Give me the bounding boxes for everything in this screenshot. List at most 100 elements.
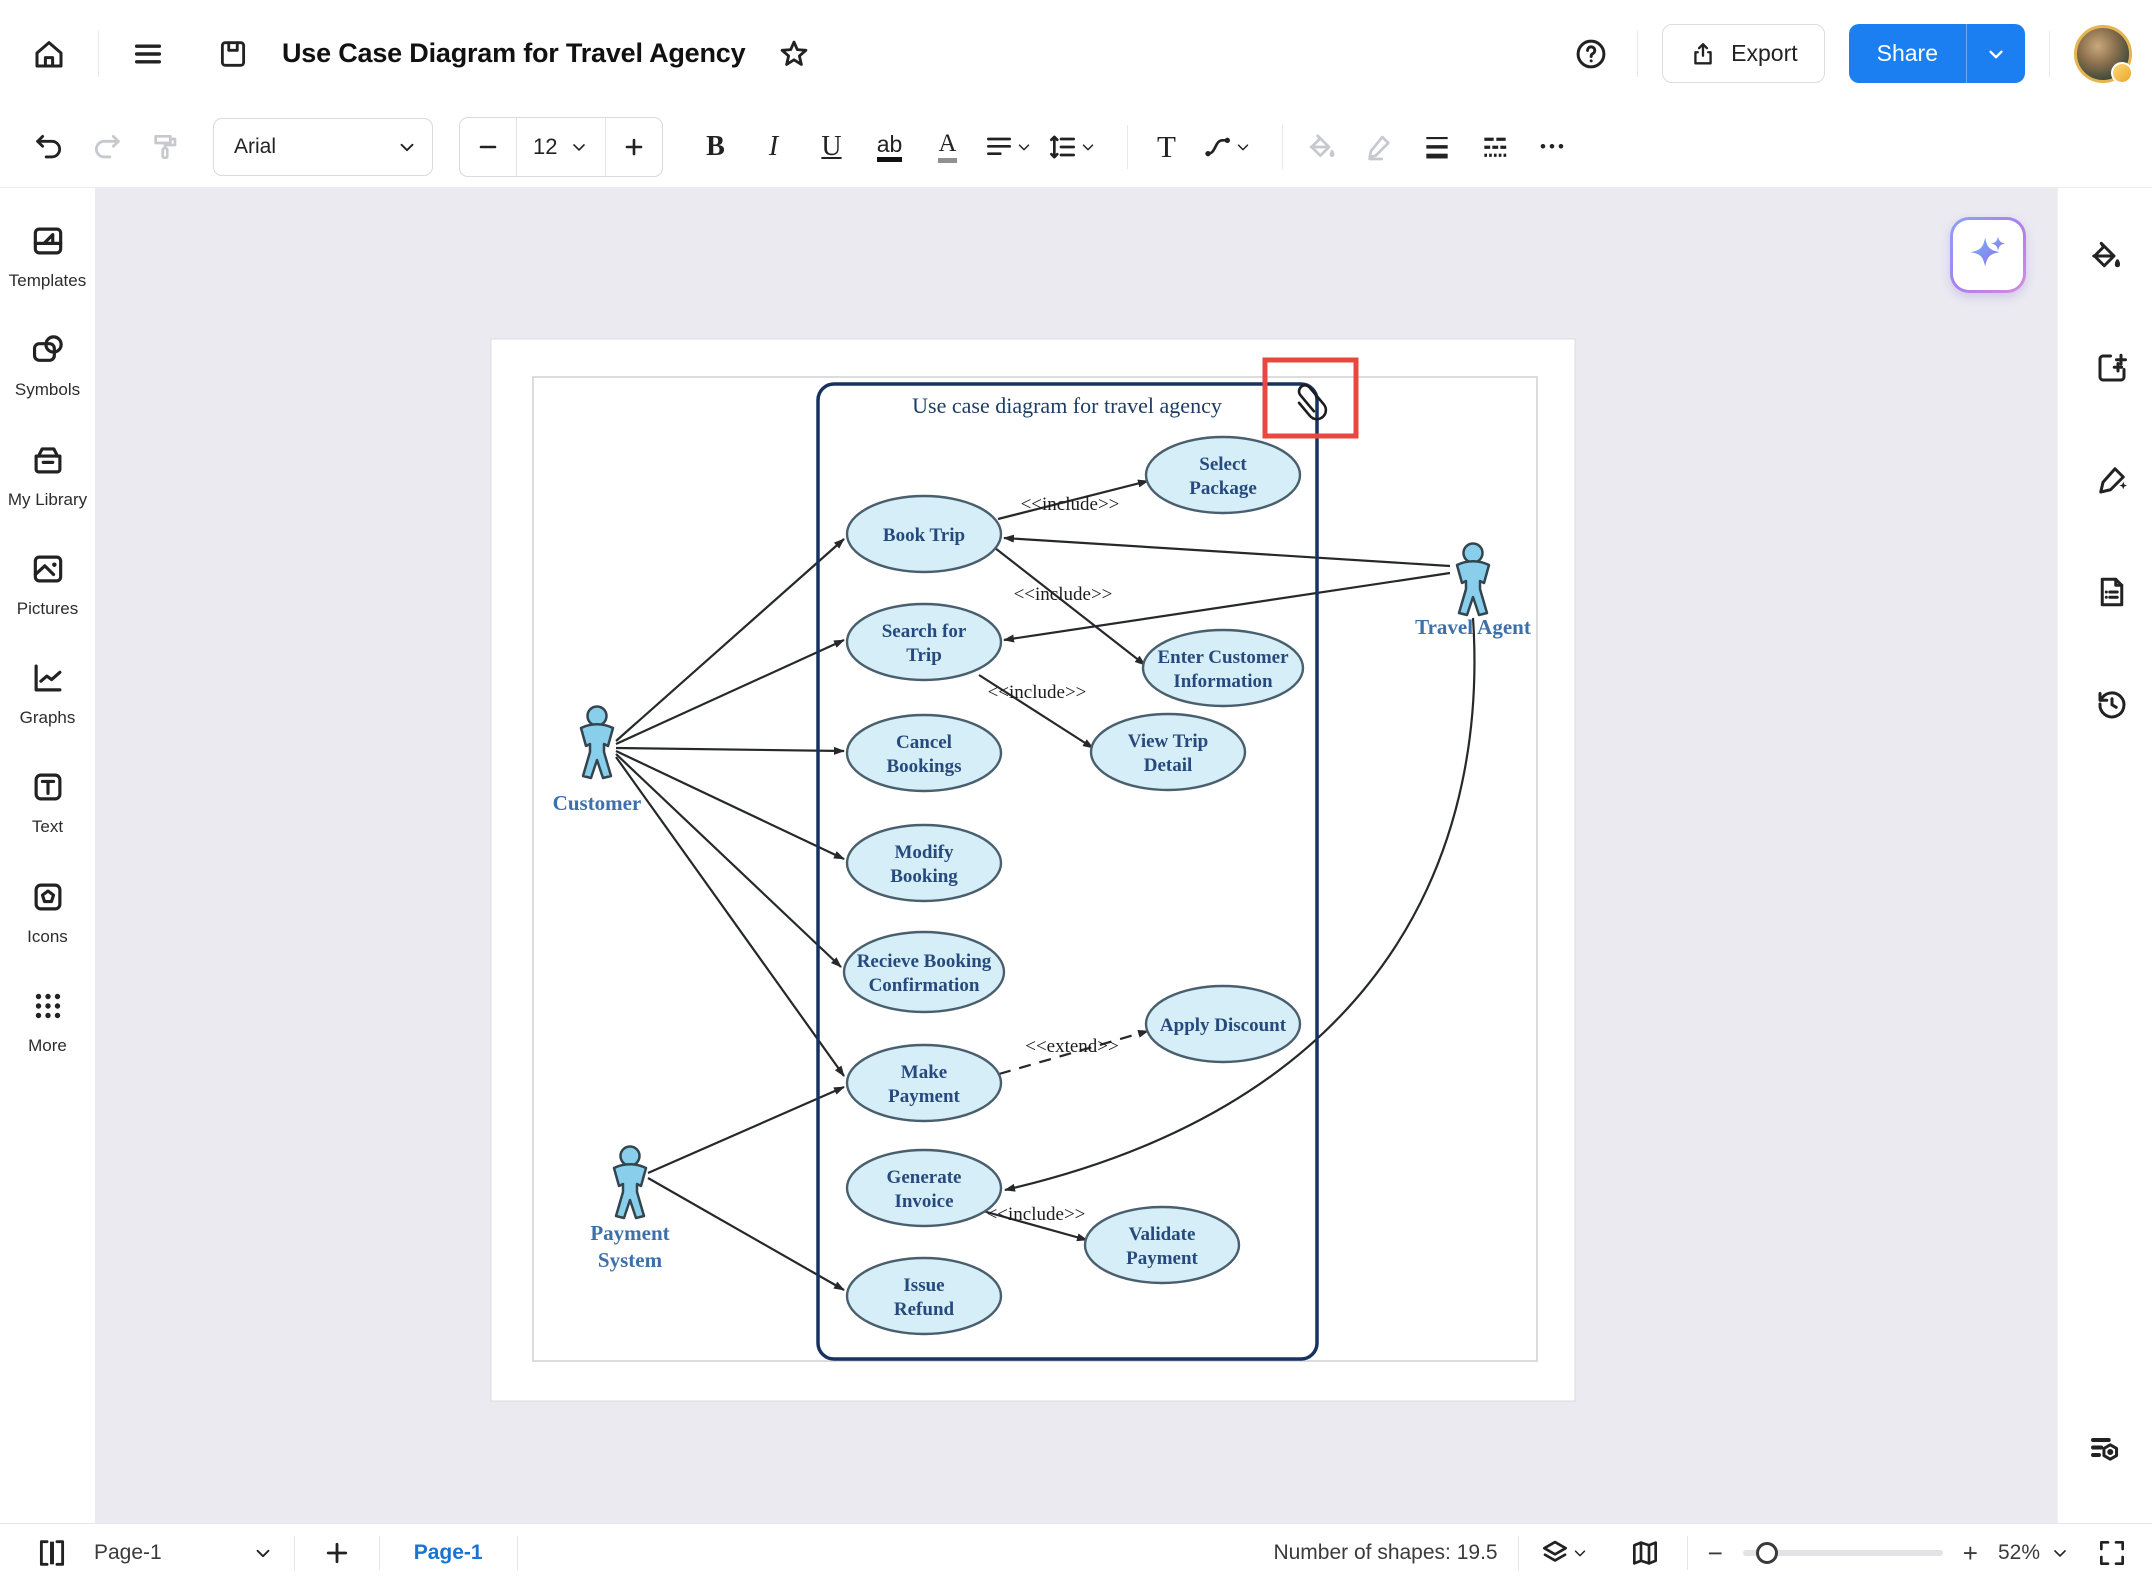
more-tools-button[interactable]: ••• xyxy=(1540,137,1567,156)
connector-button[interactable] xyxy=(1202,119,1252,175)
format-painter-button[interactable] xyxy=(143,119,187,175)
connector-icon xyxy=(1205,137,1231,157)
templates-icon xyxy=(33,227,62,255)
home-button[interactable] xyxy=(27,26,71,82)
font-color-button[interactable]: A xyxy=(925,119,969,175)
chevron-down-icon xyxy=(1083,144,1094,151)
page-tab-page-1[interactable]: Page-1 xyxy=(413,1541,483,1564)
sidebar-item-my-library[interactable]: My Library xyxy=(0,441,95,510)
edge-book-trip-to-select-package[interactable] xyxy=(997,479,1149,521)
sidebar-item-more[interactable]: More xyxy=(0,987,95,1056)
line-spacing-button[interactable] xyxy=(1047,119,1097,175)
edge-travel-agent-to-search-for-trip[interactable] xyxy=(1003,571,1451,643)
help-button[interactable] xyxy=(1569,26,1613,82)
italic-button[interactable]: I xyxy=(768,131,779,162)
diagram-title[interactable]: Use case diagram for travel agency xyxy=(912,393,1222,418)
text-highlight-button[interactable]: ab xyxy=(867,119,911,175)
sidebar-item-text[interactable]: Text xyxy=(0,768,95,837)
undo-button[interactable] xyxy=(27,119,71,175)
zoom-out-button[interactable]: − xyxy=(1707,1538,1723,1568)
edge-customer-to-recieve-booking-confirmation[interactable] xyxy=(615,753,842,968)
sidebar-item-graphs[interactable]: Graphs xyxy=(0,659,95,728)
attachment-icon[interactable] xyxy=(1292,383,1330,423)
view-options-button[interactable] xyxy=(2057,1421,2152,1477)
page-settings-button[interactable] xyxy=(2090,340,2134,396)
ai-assistant-button[interactable] xyxy=(1950,217,2026,293)
history-button[interactable] xyxy=(2090,676,2134,732)
text-align-button[interactable] xyxy=(983,119,1033,175)
favorite-button[interactable] xyxy=(772,26,816,82)
page-selector[interactable]: Page-1 xyxy=(94,1541,274,1565)
fill-color-button[interactable] xyxy=(1299,119,1343,175)
zoom-slider[interactable] xyxy=(1742,1542,1943,1564)
edge-generate-invoice-to-validate-payment[interactable] xyxy=(982,1209,1088,1242)
edge-customer-to-cancel-bookings[interactable] xyxy=(615,746,845,755)
pages-panel-button[interactable] xyxy=(30,1525,74,1581)
edge-search-for-trip-to-view-trip-detail[interactable] xyxy=(978,674,1094,749)
actor-customer[interactable] xyxy=(579,705,615,780)
notes-button[interactable] xyxy=(2090,564,2134,620)
edge-make-payment-to-apply-discount[interactable] xyxy=(998,1029,1149,1076)
font-family-select[interactable]: Arial xyxy=(213,118,433,176)
sidebar-item-pictures[interactable]: Pictures xyxy=(0,550,95,619)
actor-payment-system[interactable] xyxy=(612,1145,648,1220)
minimap-button[interactable] xyxy=(1623,1525,1667,1581)
edge-customer-to-make-payment[interactable] xyxy=(615,756,845,1077)
line-style-button[interactable] xyxy=(1473,119,1517,175)
edge-customer-to-book-trip[interactable] xyxy=(615,538,845,742)
sidebar-item-symbols[interactable]: Symbols xyxy=(0,331,95,400)
bold-button[interactable]: B xyxy=(706,131,725,162)
font-size-increase[interactable] xyxy=(606,118,662,176)
font-size-group: 12 xyxy=(459,117,664,177)
font-size-select[interactable]: 12 xyxy=(517,118,605,176)
system-boundary[interactable] xyxy=(816,382,1319,1361)
sidebar-item-templates[interactable]: Templates xyxy=(0,222,95,291)
text-insert-button[interactable]: T xyxy=(1157,129,1176,164)
export-button[interactable]: Export xyxy=(1662,24,1825,83)
edge-travel-agent-to-generate-invoice[interactable] xyxy=(1004,617,1476,1192)
zoom-level-select[interactable]: 52% xyxy=(1998,1541,2070,1565)
edge-book-trip-to-enter-customer-information[interactable] xyxy=(994,547,1146,666)
layers-button[interactable] xyxy=(1539,1525,1589,1581)
usecase-apply-discount[interactable]: Apply Discount xyxy=(1144,984,1302,1064)
fullscreen-button[interactable] xyxy=(2090,1525,2134,1581)
edge-customer-to-search-for-trip[interactable] xyxy=(615,638,845,746)
edge-customer-to-modify-booking[interactable] xyxy=(615,750,845,860)
document-title[interactable]: Use Case Diagram for Travel Agency xyxy=(282,38,746,68)
stereotype-label: <<include>> xyxy=(1014,584,1113,605)
beautify-button[interactable] xyxy=(2090,452,2134,508)
redo-button[interactable] xyxy=(85,119,129,175)
edge-travel-agent-to-book-trip[interactable] xyxy=(1003,534,1451,568)
zoom-slider-thumb[interactable] xyxy=(1755,1542,1778,1564)
line-weight-button[interactable] xyxy=(1415,119,1459,175)
sidebar-item-icons[interactable]: Icons xyxy=(0,878,95,947)
underline-button[interactable]: U xyxy=(821,131,842,162)
share-button[interactable]: Share xyxy=(1848,24,2025,83)
fill-style-button[interactable] xyxy=(2083,228,2127,284)
edge-payment-system-to-make-payment[interactable] xyxy=(647,1085,845,1175)
line-color-button[interactable] xyxy=(1357,119,1401,175)
menu-button[interactable] xyxy=(126,26,170,82)
usecase-book-trip[interactable]: Book Trip xyxy=(845,494,1003,574)
actor-travel-agent[interactable] xyxy=(1455,542,1491,617)
zoom-in-button[interactable]: + xyxy=(1962,1538,1978,1568)
save-button[interactable] xyxy=(211,26,255,82)
font-size-decrease[interactable] xyxy=(460,118,516,176)
share-dropdown[interactable] xyxy=(1967,43,2025,65)
add-page-button[interactable] xyxy=(315,1525,359,1581)
edge-payment-system-to-issue-refund[interactable] xyxy=(647,1177,845,1291)
avatar[interactable] xyxy=(2074,24,2133,84)
